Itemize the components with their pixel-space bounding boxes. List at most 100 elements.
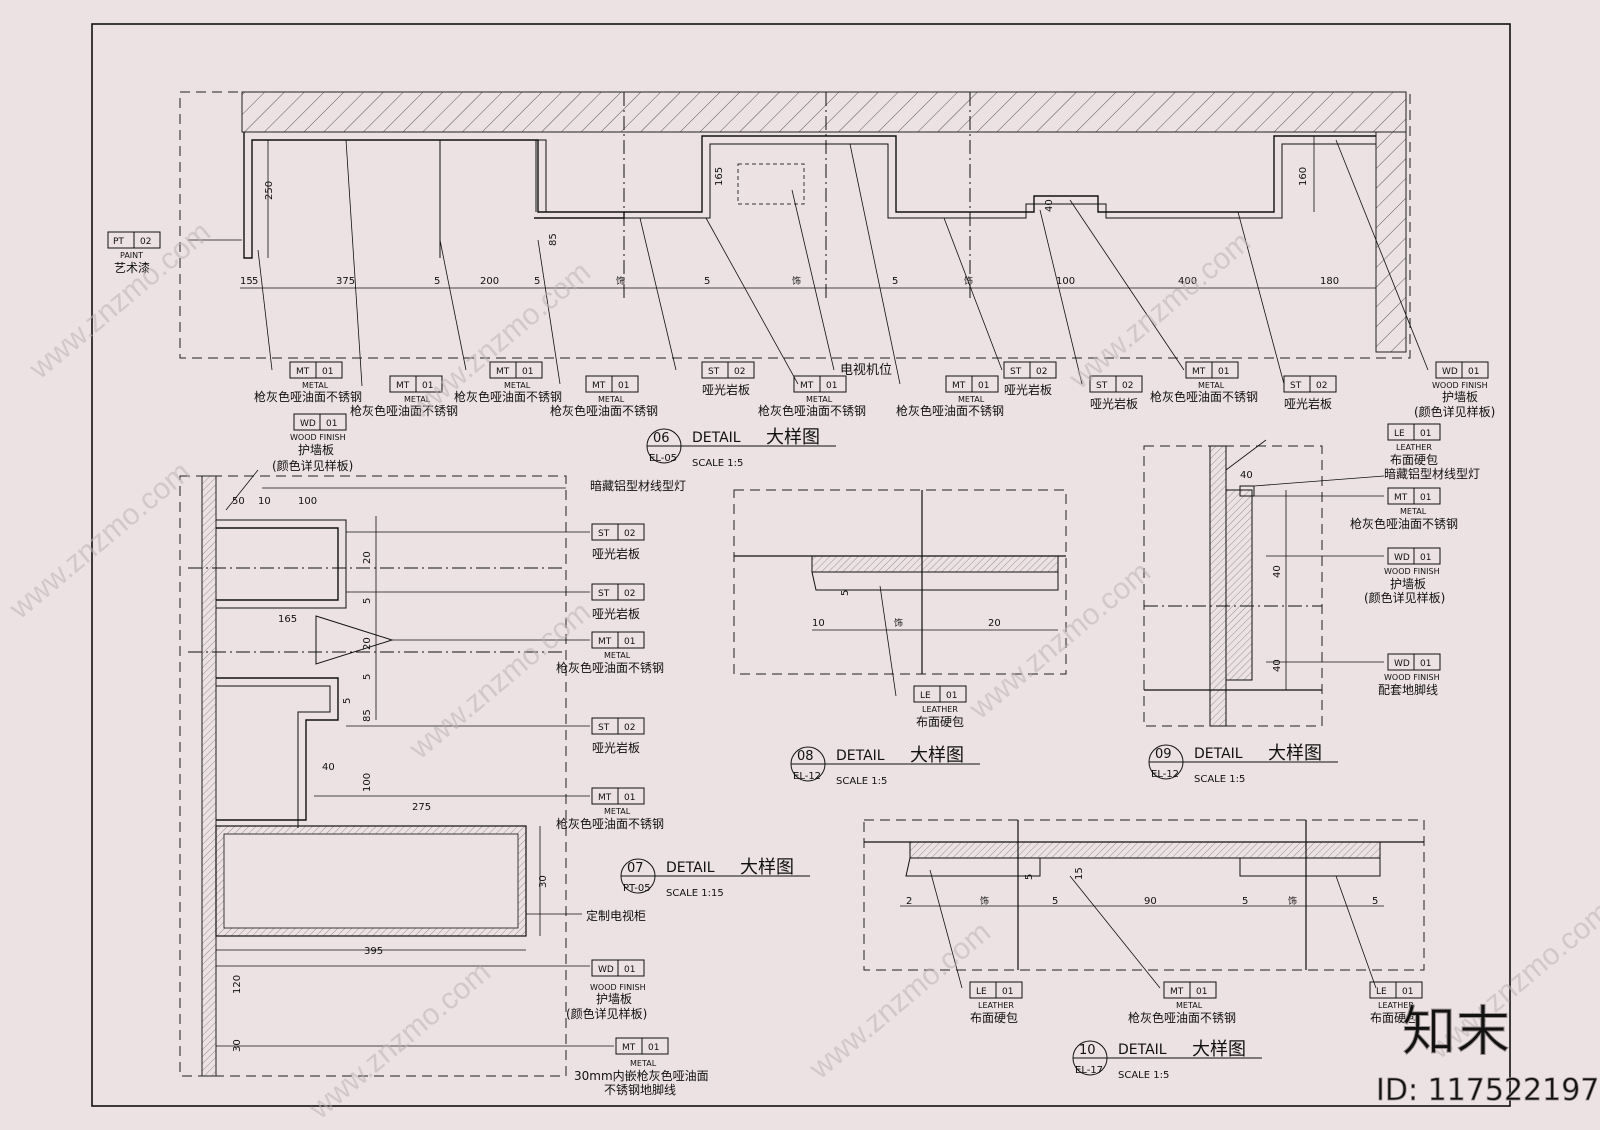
svg-text:SCALE 1:15: SCALE 1:15 (666, 888, 724, 899)
svg-text:METAL: METAL (302, 381, 329, 390)
svg-text:SCALE 1:5: SCALE 1:5 (836, 776, 887, 787)
svg-text:01: 01 (522, 367, 533, 377)
wood-wall-panel (201, 475, 217, 1077)
detail-06-title: 06 EL-05 DETAIL 大样图 SCALE 1:5 (646, 427, 836, 469)
svg-text:枪灰色哑油面不锈钢: 枪灰色哑油面不锈钢 (1350, 516, 1458, 531)
svg-text:大样图: 大样图 (766, 427, 820, 448)
sheet-border (91, 23, 1511, 1107)
svg-text:LEATHER: LEATHER (978, 1001, 1014, 1010)
svg-text:METAL: METAL (1176, 1001, 1203, 1010)
svg-text:LE: LE (976, 987, 987, 997)
detail-10-title: 10 EL-17 DETAIL 大样图 SCALE 1:5 (1072, 1039, 1262, 1081)
dim: 375 (336, 276, 355, 287)
dim: 40 (1240, 470, 1253, 481)
detail-09-title: 09 EL-12 DETAIL 大样图 SCALE 1:5 (1148, 743, 1338, 785)
svg-text:02: 02 (1316, 381, 1327, 391)
svg-text:01: 01 (624, 793, 635, 803)
svg-text:WOOD FINISH: WOOD FINISH (590, 983, 646, 992)
dim: 20 (988, 618, 1001, 629)
watermark: www.znzmo.com (803, 915, 997, 1086)
svg-text:01: 01 (1420, 659, 1431, 669)
wall-right (1375, 131, 1407, 353)
dim: 饰 (616, 275, 625, 287)
svg-text:ST: ST (598, 529, 610, 539)
svg-text:哑光岩板: 哑光岩板 (592, 606, 640, 621)
svg-text:暗藏铝型材线型灯: 暗藏铝型材线型灯 (1384, 466, 1480, 481)
detail-06-drawing: 250 85 165 160 40 15 5 375 5 200 5 饰 5 饰… (107, 91, 1495, 469)
svg-text:(颜色详见样板): (颜色详见样板) (566, 1006, 647, 1021)
detail-07-title: 07 PT-05 DETAIL 大样图 SCALE 1:15 (620, 857, 810, 899)
svg-text:SCALE 1:5: SCALE 1:5 (1118, 1070, 1169, 1081)
svg-text:ST: ST (598, 723, 610, 733)
svg-text:护墙板: 护墙板 (298, 443, 334, 457)
svg-text:EL-17: EL-17 (1075, 1065, 1103, 1076)
svg-text:大样图: 大样图 (910, 745, 964, 766)
dim: 5 (252, 276, 258, 287)
note-concealed-light-09: 暗藏铝型材线型灯 (1384, 466, 1480, 481)
brand-watermark: 知末 (1402, 1000, 1510, 1063)
svg-text:枪灰色哑油面不锈钢: 枪灰色哑油面不锈钢 (896, 403, 1004, 418)
svg-text:01: 01 (322, 367, 333, 377)
svg-text:哑光岩板: 哑光岩板 (592, 546, 640, 561)
dim: 100 (1056, 276, 1075, 287)
svg-text:EL-12: EL-12 (793, 771, 821, 782)
dim: 5 (840, 590, 851, 596)
svg-text:WD: WD (1442, 367, 1458, 377)
dim: 饰 (792, 275, 801, 287)
dim: 20 (362, 637, 373, 650)
svg-text:大样图: 大样图 (1192, 1039, 1246, 1060)
svg-text:大样图: 大样图 (740, 857, 794, 878)
svg-text:01: 01 (326, 419, 337, 429)
svg-text:(颜色详见样板): (颜色详见样板) (1414, 404, 1495, 419)
svg-text:MT: MT (1170, 987, 1184, 997)
dim: 5 (434, 276, 440, 287)
note-custom-tv-cabinet: 定制电视柜 (586, 908, 646, 923)
dim: 2 (906, 896, 912, 907)
svg-text:哑光岩板: 哑光岩板 (592, 740, 640, 755)
svg-text:MT: MT (800, 381, 814, 391)
svg-text:LE: LE (1394, 429, 1405, 439)
svg-text:WOOD FINISH: WOOD FINISH (1432, 381, 1488, 390)
svg-text:枪灰色哑油面不锈钢: 枪灰色哑油面不锈钢 (1150, 389, 1258, 404)
svg-text:WOOD FINISH: WOOD FINISH (1384, 673, 1440, 682)
svg-text:01: 01 (978, 381, 989, 391)
dim: 100 (298, 496, 317, 507)
dim: 40 (1272, 659, 1283, 672)
svg-text:电视机位: 电视机位 (840, 363, 892, 378)
dim: 5 (362, 598, 373, 604)
svg-text:枪灰色哑油面不锈钢: 枪灰色哑油面不锈钢 (1128, 1010, 1236, 1025)
svg-text:布面硬包: 布面硬包 (916, 715, 964, 729)
svg-text:DETAIL: DETAIL (692, 430, 741, 446)
svg-text:护墙板: 护墙板 (596, 992, 632, 1006)
svg-text:枪灰色哑油面不锈钢: 枪灰色哑油面不锈钢 (758, 403, 866, 418)
svg-text:PAINT: PAINT (120, 251, 143, 260)
svg-text:EL-12: EL-12 (1151, 769, 1179, 780)
svg-text:01: 01 (422, 381, 433, 391)
svg-text:METAL: METAL (404, 395, 431, 404)
svg-text:01: 01 (826, 381, 837, 391)
svg-text:护墙板: 护墙板 (1390, 577, 1426, 591)
svg-text:EL-05: EL-05 (649, 453, 677, 464)
dim: 饰 (964, 275, 973, 287)
dim: 15 (240, 276, 253, 287)
dim: 275 (412, 802, 431, 813)
svg-text:布面硬包: 布面硬包 (970, 1011, 1018, 1025)
image-id: ID: 1175221974 (1376, 1073, 1600, 1108)
svg-text:MT: MT (598, 793, 612, 803)
svg-text:ST: ST (708, 367, 720, 377)
svg-text:LEATHER: LEATHER (1396, 443, 1432, 452)
svg-text:METAL: METAL (604, 807, 631, 816)
dim: 饰 (1288, 895, 1297, 907)
svg-text:01: 01 (1218, 367, 1229, 377)
